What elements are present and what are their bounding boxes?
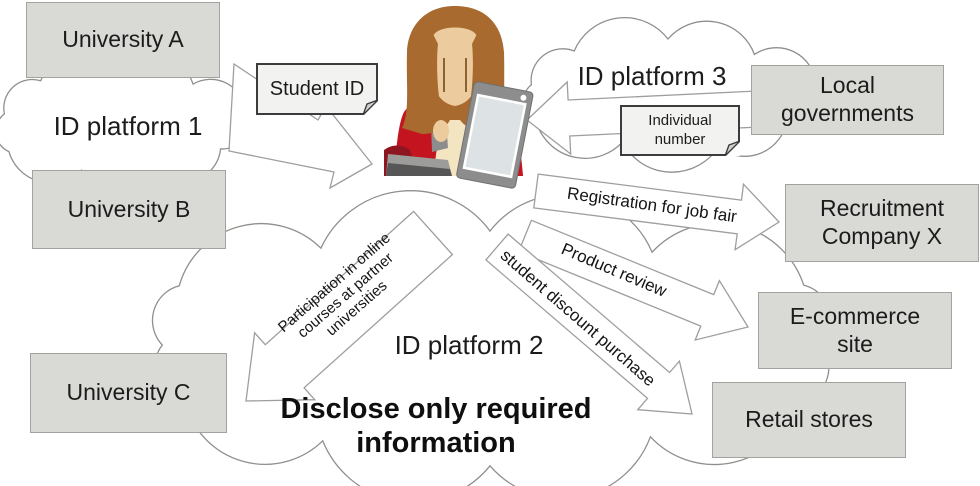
id-platform-3-label: ID platform 3 bbox=[577, 61, 727, 91]
box-e-commerce-site: E-commerce site bbox=[758, 292, 952, 369]
student-person-icon bbox=[384, 6, 534, 189]
id-platform-1-label: ID platform 1 bbox=[53, 111, 203, 141]
box-university-a: University A bbox=[26, 2, 220, 78]
arrow-student-discount-icon bbox=[484, 233, 693, 415]
folded-corner-icon bbox=[725, 141, 740, 156]
arrow-product-review-icon bbox=[517, 219, 750, 341]
box-recruitment-company-x: Recruitment Company X bbox=[785, 184, 979, 262]
diagram-caption: Disclose only required information bbox=[280, 393, 592, 459]
note-individual-number-label: Individual number bbox=[648, 111, 712, 148]
arrow-participation-courses-icon bbox=[245, 210, 454, 402]
box-university-b: University B bbox=[32, 170, 226, 249]
box-retail-stores: Retail stores bbox=[712, 382, 906, 458]
smartphone-icon bbox=[456, 81, 534, 189]
box-local-governments: Local governments bbox=[751, 65, 944, 135]
id-platform-2-label: ID platform 2 bbox=[394, 330, 544, 360]
note-individual-number: Individual number bbox=[620, 105, 740, 156]
note-student-id: Student ID bbox=[256, 63, 378, 115]
arrow-registration-job-fair-icon bbox=[533, 173, 781, 251]
folded-corner-icon bbox=[363, 100, 378, 115]
box-university-c: University C bbox=[30, 353, 227, 433]
note-student-id-label: Student ID bbox=[269, 77, 365, 100]
